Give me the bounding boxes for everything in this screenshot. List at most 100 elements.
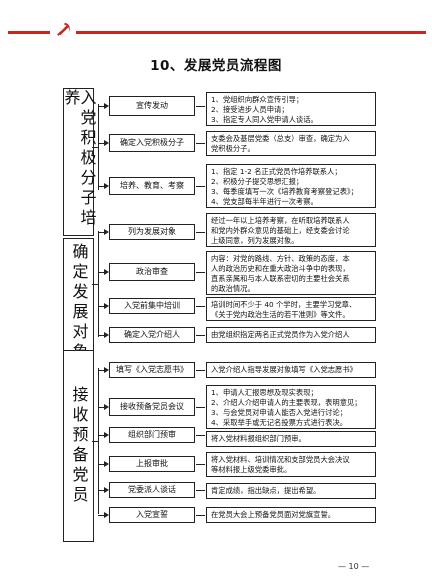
connector-line (98, 370, 104, 371)
step-description: 入党介绍人指导发展对象填写《入党志愿书》 (206, 362, 376, 378)
step-description: 培训时间不少于 40 个学时，主要学习党章、 《关于党内政治生活的若干准则》等文… (206, 297, 376, 321)
connector-line (196, 143, 205, 144)
connector-line (98, 515, 104, 516)
connector-line (98, 143, 104, 144)
arrow-icon (104, 332, 109, 338)
step-description: 将入党材料报组织部门预审。 (206, 431, 376, 447)
header-rule-right (76, 31, 426, 34)
desc-line: 直系亲属和与本人联系密切的主要社会关系 (211, 274, 350, 283)
step-box: 培养、教育、考察 (109, 177, 195, 195)
desc-line: 2、接受进步人员申请； (211, 105, 289, 114)
bracket-line (98, 368, 99, 514)
arrow-icon (104, 140, 109, 146)
desc-line: 3、每季度填写一次《培养教育考察登记表》； (211, 187, 358, 196)
stage-label: 入党积极分子培养 (61, 89, 97, 229)
connector-line (196, 306, 205, 307)
arrow-icon (104, 229, 109, 235)
arrow-icon (104, 487, 109, 493)
step-description: 在党员大会上预备党员面对党旗宣誓。 (206, 507, 376, 523)
step-description: 1、指定 1-2 名正式党员作培养联系人； 2、积极分子提交思想汇报； 3、每季… (206, 164, 376, 208)
desc-line: 3、与会党员对申请人能否入党进行讨论； (211, 408, 347, 417)
desc-line: 和党内外群众意见的基础上，经支委会讨论 (211, 226, 350, 235)
bracket-tick (92, 284, 98, 285)
desc-line: 将入党材料、培训情况和支部党员大会决议 (211, 455, 350, 464)
step-box: 入党前集中培训 (109, 298, 195, 314)
desc-line: 2、介绍人介绍申请人的主要表现，表明意见； (211, 398, 362, 407)
desc-line: 等材料报上级党委审批。 (211, 465, 292, 474)
desc-line: 培训时间不少于 40 个学时，主要学习党章、 (211, 300, 357, 309)
arrow-icon (104, 367, 109, 373)
desc-line: 经过一年以上培养考察，在听取培养联系人 (211, 216, 350, 225)
arrow-icon (104, 303, 109, 309)
step-box: 党委派人谈话 (109, 482, 195, 498)
connector-line (98, 106, 104, 107)
step-box: 填写《入党志愿书》 (109, 362, 195, 378)
arrow-icon (104, 461, 109, 467)
connector-line (196, 186, 205, 187)
page-title: 10、发展党员流程图 (150, 58, 282, 74)
desc-line: 由党组织指定两名正式党员作为入党介绍人 (211, 330, 350, 339)
header-rule-left (8, 31, 50, 34)
bracket-line (98, 231, 99, 337)
connector-line (98, 272, 104, 273)
desc-line: 《关于党内政治生活的若干准则》等文件。 (211, 310, 350, 319)
connector-line (98, 490, 104, 491)
desc-line: 4、采取举手或无记名投票方式进行表决。 (211, 418, 347, 427)
stage-development-target: 确定发展对象 (63, 238, 94, 368)
bracket-tick (92, 441, 98, 442)
connector-line (98, 335, 104, 336)
connector-line (196, 370, 205, 371)
connector-line (98, 306, 104, 307)
connector-line (196, 515, 205, 516)
step-box: 宣传发动 (109, 96, 195, 116)
step-description: 由党组织指定两名正式党员作为入党介绍人 (206, 327, 376, 343)
desc-line: 3、指定专人同入党申请人谈话。 (211, 115, 318, 124)
step-box: 确定入党积极分子 (109, 134, 195, 152)
connector-line (98, 464, 104, 465)
step-box: 确定入党介绍人 (109, 327, 195, 343)
desc-line: 肯定成绩，指出缺点，提出希望。 (211, 486, 321, 495)
desc-line: 内容：对党的路线、方针、政策的态度，本 (211, 254, 350, 263)
step-description: 经过一年以上培养考察，在听取培养联系人 和党内外群众意见的基础上，经支委会讨论 … (206, 213, 376, 247)
arrow-icon (104, 183, 109, 189)
desc-line: 支委会及基层党委（总支）审查，确定为入 (211, 134, 350, 143)
desc-line: 入党介绍人指导发展对象填写《入党志愿书》 (211, 365, 357, 374)
desc-line: 上级同意，列为发展对象。 (211, 236, 299, 245)
arrow-icon (104, 269, 109, 275)
connector-line (196, 464, 205, 465)
step-description: 1、党组织向群众宣传引导； 2、接受进步人员申请； 3、指定专人同入党申请人谈话… (206, 92, 376, 126)
step-description: 肯定成绩，指出缺点，提出希望。 (206, 483, 376, 499)
connector-line (98, 232, 104, 233)
step-box: 政治审查 (109, 263, 195, 281)
connector-line (98, 186, 104, 187)
arrow-icon (104, 432, 109, 438)
desc-line: 将入党材料报组织部门预审。 (211, 434, 306, 443)
party-emblem-icon (57, 22, 70, 36)
desc-line: 1、党组织向群众宣传引导； (211, 95, 304, 104)
connector-line (196, 106, 205, 107)
step-box: 接收预备党员会议 (109, 398, 195, 416)
step-description: 支委会及基层党委（总支）审查，确定为入 党积极分子。 (206, 131, 376, 156)
step-box: 列为发展对象 (109, 224, 195, 240)
connector-line (196, 435, 205, 436)
step-box: 入党宣誓 (109, 507, 195, 523)
step-description: 1、申请人汇报思想及现实表现； 2、介绍人介绍申请人的主要表现，表明意见； 3、… (206, 385, 376, 429)
stage-label: 确定发展对象 (69, 243, 89, 363)
connector-line (196, 335, 205, 336)
desc-line: 2、积极分子提交思想汇报； (211, 177, 304, 186)
step-description: 将入党材料、培训情况和支部党员大会决议 等材料报上级党委审批。 (206, 452, 376, 477)
desc-line: 1、申请人汇报思想及现实表现； (211, 388, 318, 397)
bracket-tick (92, 147, 98, 148)
desc-line: 党积极分子。 (211, 144, 255, 153)
connector-line (196, 232, 205, 233)
desc-line: 在党员大会上预备党员面对党旗宣誓。 (211, 510, 336, 519)
connector-line (98, 435, 104, 436)
bracket-line (98, 104, 99, 190)
stage-probationary: 接收预备党员 (63, 350, 94, 542)
arrow-icon (104, 404, 109, 410)
desc-line: 的政治情况。 (211, 284, 255, 293)
stage-activist: 入党积极分子培养 (61, 88, 97, 236)
arrow-icon (104, 512, 109, 518)
step-description: 内容：对党的路线、方针、政策的态度，本 人的政治历史和在重大政治斗争中的表现， … (206, 251, 376, 295)
desc-line: 人的政治历史和在重大政治斗争中的表现， (211, 264, 350, 273)
